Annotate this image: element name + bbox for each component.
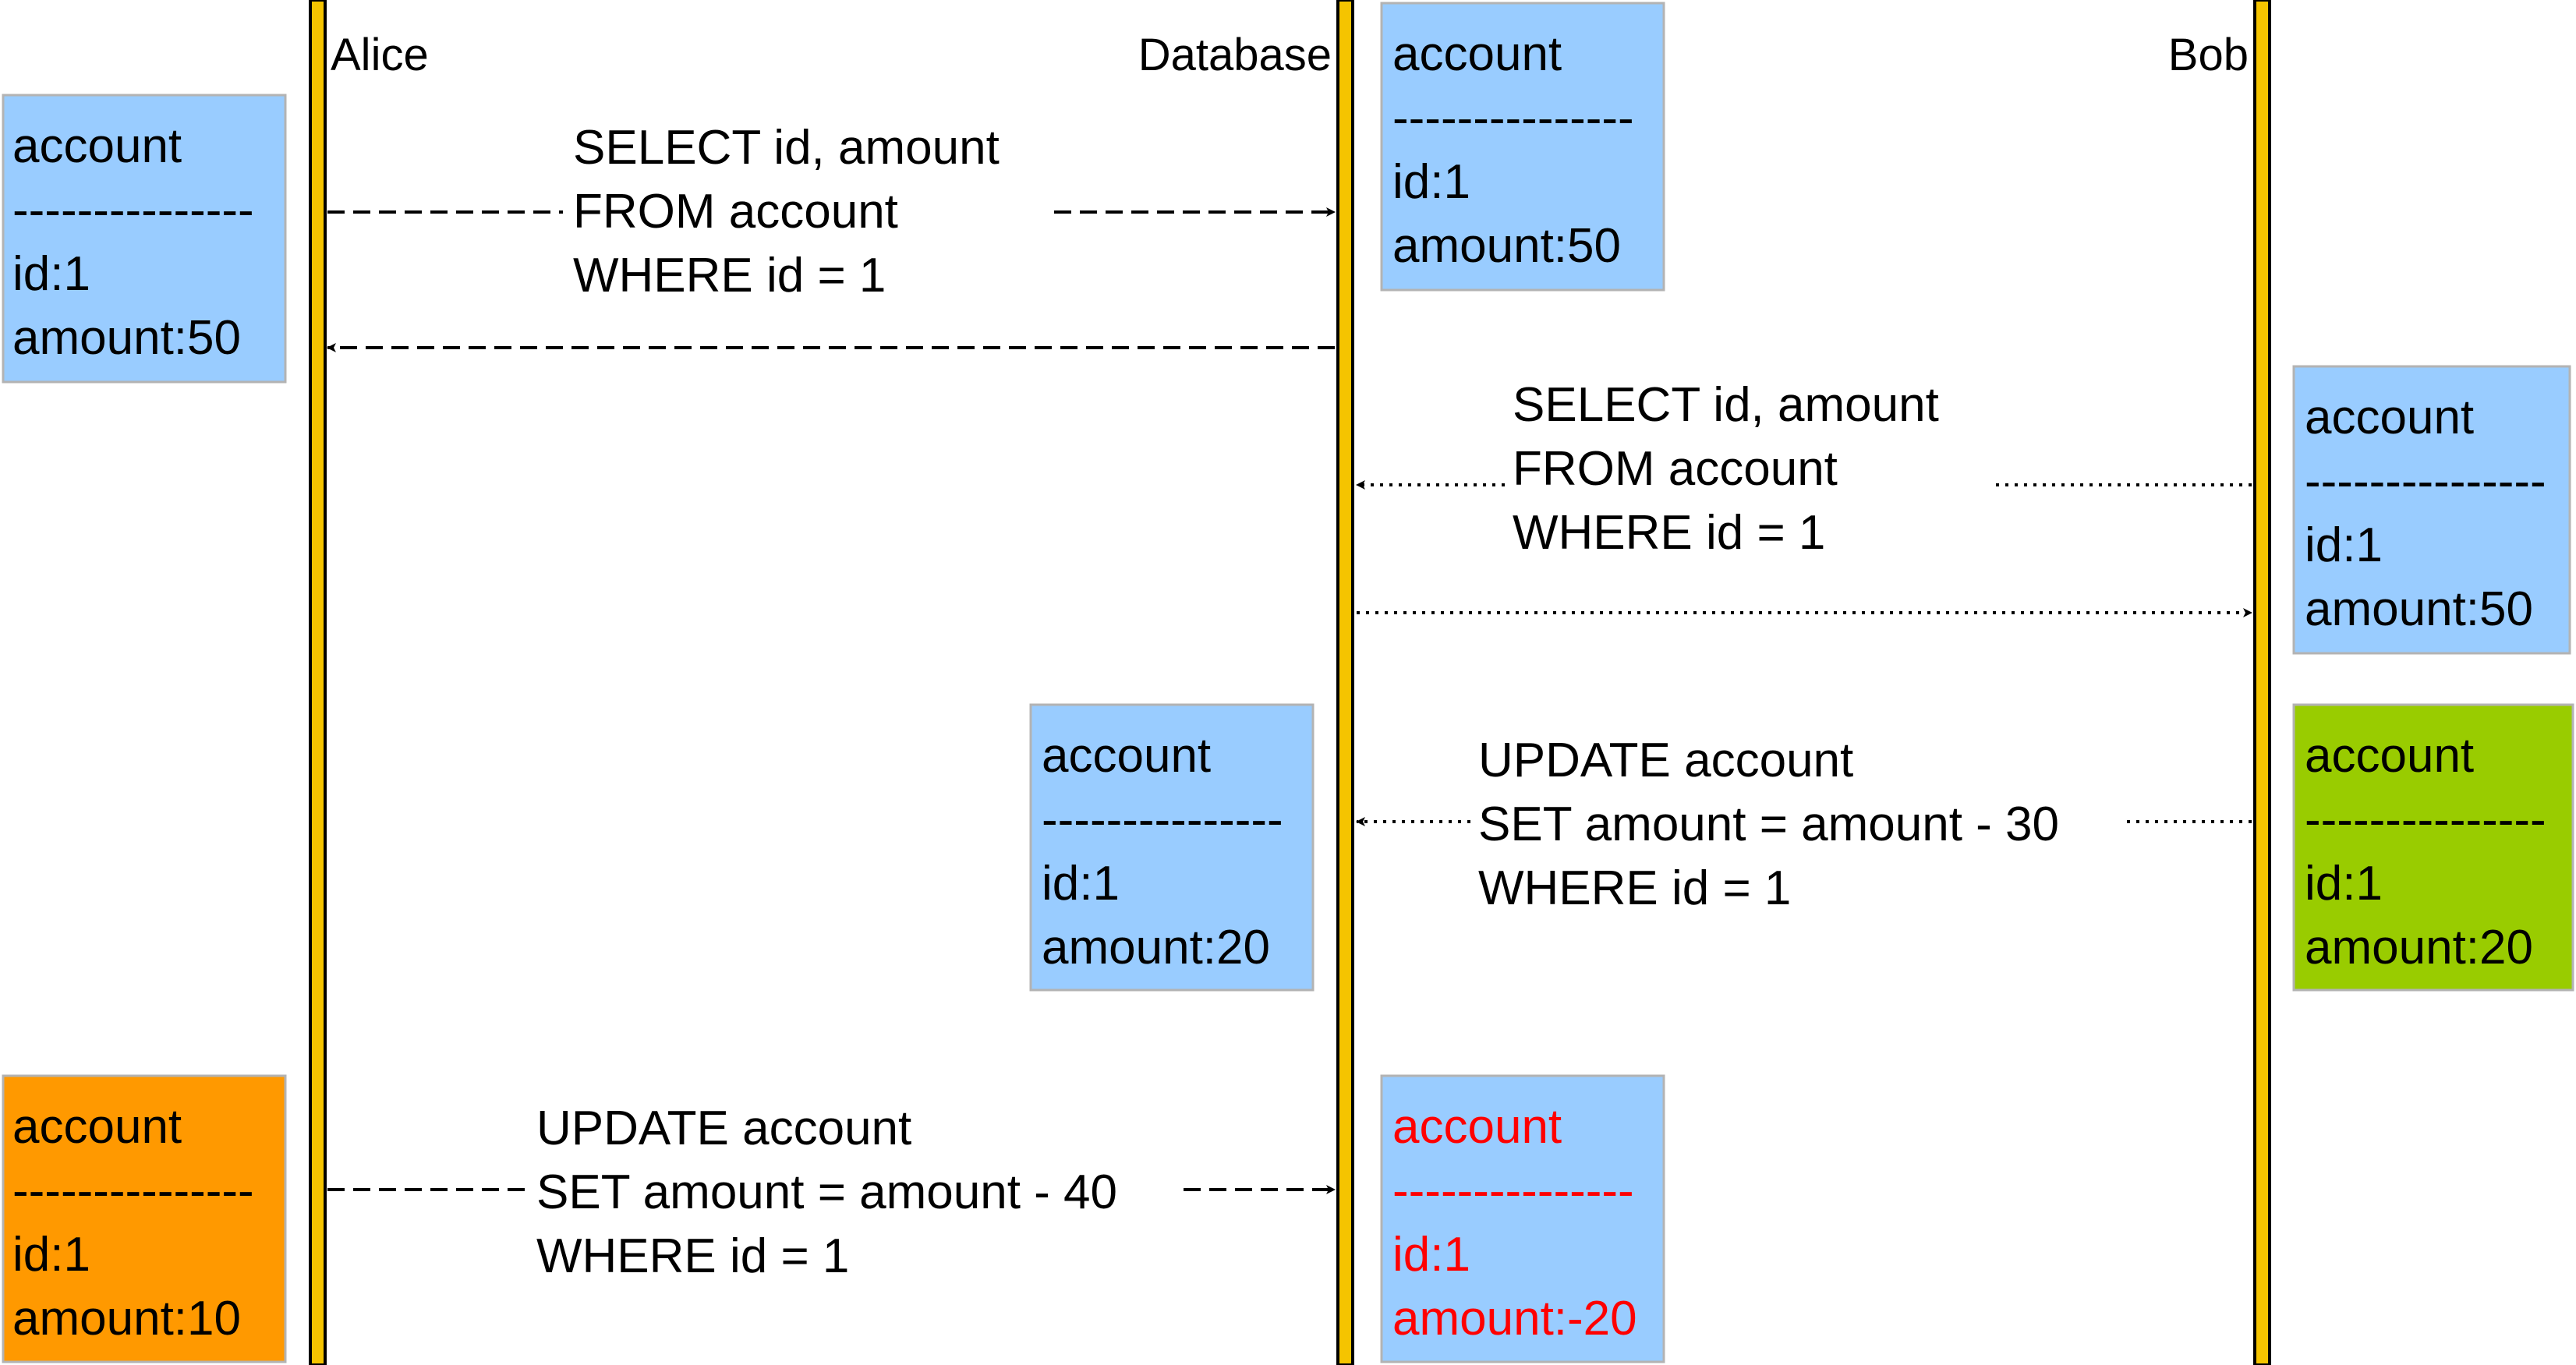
card-line: id:1 [1392, 155, 1470, 209]
message-line: UPDATE account [536, 1102, 911, 1155]
message-line: SELECT id, amount [573, 121, 1000, 175]
message-bob-update: UPDATE account SET amount = amount - 30 … [1356, 734, 2252, 915]
card-line: amount:-20 [1392, 1292, 1637, 1346]
message-line: WHERE id = 1 [536, 1229, 849, 1283]
account-card-bob-read: account --------------- id:1 amount:50 [2292, 365, 2571, 655]
card-line: amount:50 [2305, 582, 2533, 636]
card-line: account [12, 1100, 182, 1154]
card-line: account [1392, 27, 1562, 81]
card-line: amount:50 [1392, 219, 1621, 273]
lifeline-alice [309, 0, 327, 1365]
lifeline-label-bob: Bob [2168, 30, 2249, 80]
account-card-bob-updated: account --------------- id:1 amount:20 [2292, 703, 2574, 992]
card-line: id:1 [1042, 857, 1120, 911]
card-line: account [1392, 1100, 1562, 1154]
card-line: --------------- [1392, 1164, 1634, 1218]
lifeline-database [1336, 0, 1354, 1365]
card-line: id:1 [12, 1228, 90, 1282]
card-line: id:1 [12, 247, 90, 301]
message-line: WHERE id = 1 [1513, 506, 1825, 560]
card-line: account [12, 119, 182, 173]
card-line: --------------- [2305, 454, 2546, 508]
message-line: UPDATE account [1478, 734, 1853, 787]
card-line: id:1 [2305, 518, 2383, 572]
account-card-db-initial: account --------------- id:1 amount:50 [1380, 2, 1665, 292]
message-bob-select: SELECT id, amount FROM account WHERE id … [1356, 378, 2252, 560]
card-line: id:1 [2305, 857, 2383, 911]
account-card-db-final: account --------------- id:1 amount:-20 [1380, 1074, 1665, 1363]
card-line: id:1 [1392, 1228, 1470, 1282]
card-line: amount:20 [2305, 921, 2533, 974]
card-line: --------------- [2305, 793, 2546, 847]
card-line: --------------- [12, 183, 254, 237]
message-line: SELECT id, amount [1513, 378, 1939, 432]
card-line: account [1042, 729, 1211, 783]
account-card-alice-read: account --------------- id:1 amount:50 [2, 94, 287, 384]
message-alice-update: UPDATE account SET amount = amount - 40 … [327, 1102, 1336, 1283]
account-card-db-after-bob: account --------------- id:1 amount:20 [1029, 703, 1315, 992]
message-alice-select: SELECT id, amount FROM account WHERE id … [327, 121, 1336, 302]
message-line: SET amount = amount - 40 [536, 1165, 1117, 1219]
message-line: WHERE id = 1 [1478, 861, 1791, 915]
card-line: --------------- [1392, 91, 1634, 145]
card-line: account [2305, 729, 2474, 783]
lifeline-bob [2253, 0, 2271, 1365]
card-line: amount:20 [1042, 921, 1270, 974]
lifeline-label-alice: Alice [331, 30, 429, 80]
card-line: amount:10 [12, 1292, 241, 1346]
card-line: --------------- [1042, 793, 1283, 847]
card-line: amount:50 [12, 311, 241, 365]
message-line: FROM account [573, 185, 898, 239]
card-line: account [2305, 391, 2474, 444]
message-line: WHERE id = 1 [573, 249, 886, 302]
card-line: --------------- [12, 1164, 254, 1218]
message-line: SET amount = amount - 30 [1478, 797, 2059, 851]
lifeline-label-database: Database [1138, 30, 1332, 80]
account-card-alice-updated: account --------------- id:1 amount:10 [2, 1074, 287, 1363]
message-line: FROM account [1513, 442, 1838, 496]
